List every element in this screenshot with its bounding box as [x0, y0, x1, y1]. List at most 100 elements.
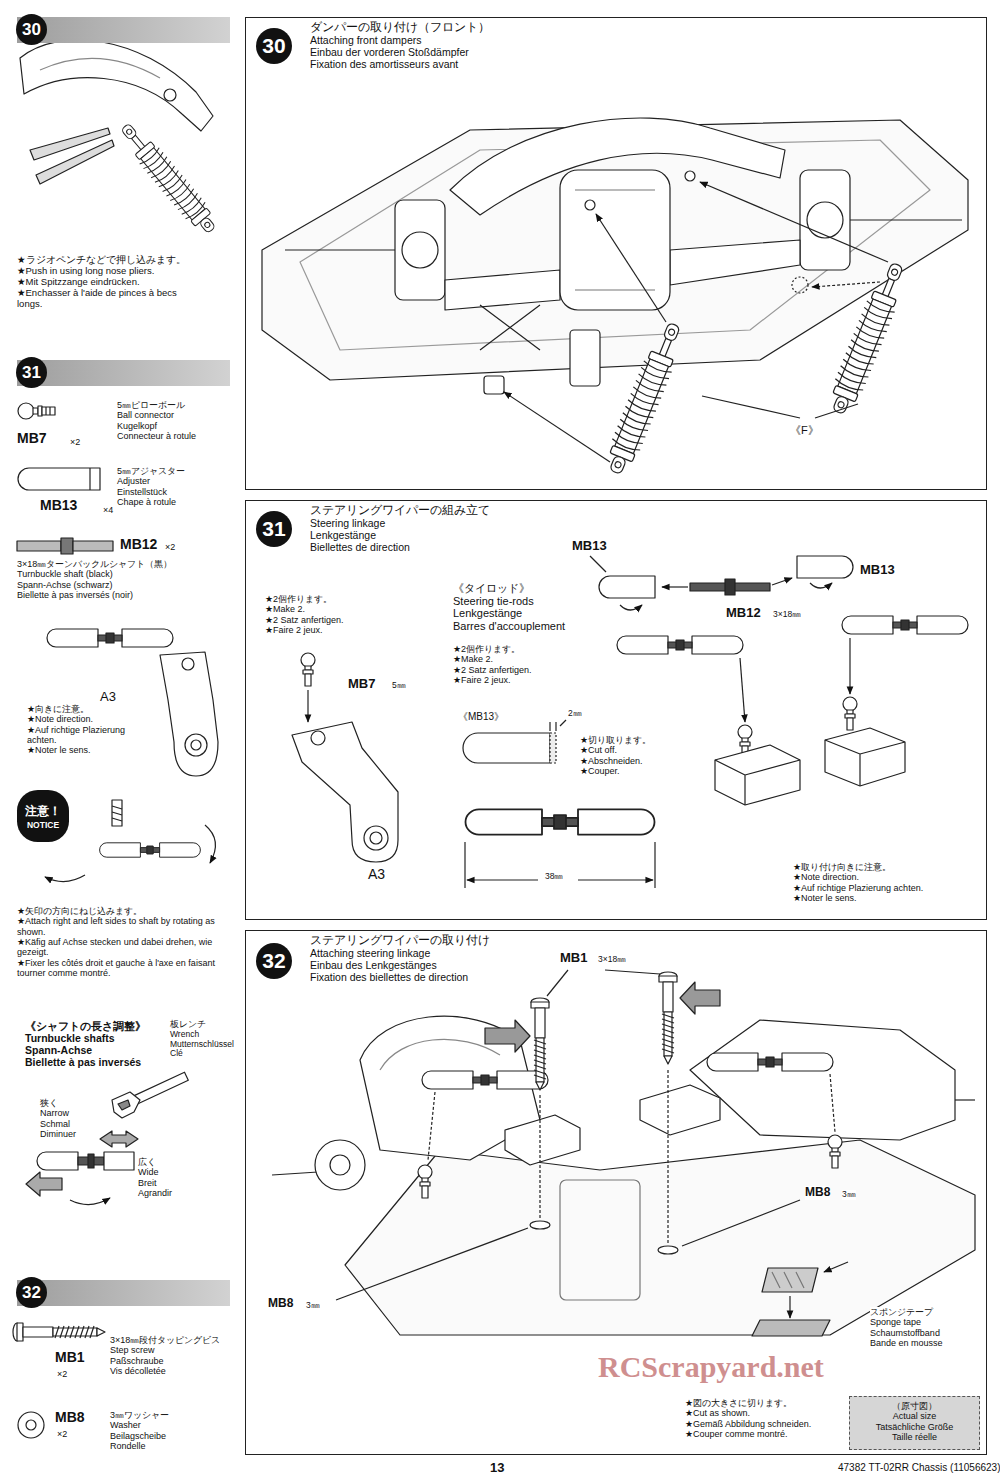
label-group: 《MB13》 — [458, 711, 504, 723]
section-title: 《MB13》 — [458, 711, 504, 723]
section-title: Spann-Achse — [25, 1044, 92, 1056]
step-heading: Attaching front dampers — [310, 34, 490, 46]
part-name: Biellette à pas inversés (noir) — [17, 590, 133, 600]
label-group: ★2個作ります。★Make 2.★2 Satz anfertigen.★Fair… — [265, 594, 344, 635]
part-code: MB8 — [268, 1297, 293, 1311]
label-group: ★向きに注意。★Note direction.★Auf richtige Pla… — [27, 704, 139, 756]
damper-detail-art — [164, 89, 176, 101]
adjust-label: Schmal — [40, 1119, 70, 1129]
callout-label: 《F》 — [790, 424, 819, 437]
steering-linkage-art — [463, 733, 550, 763]
label-group: 2㎜ — [568, 709, 582, 719]
notice-art — [112, 806, 122, 821]
part-name: Einstellstück — [117, 487, 167, 497]
front-damper-chassis-art — [812, 282, 880, 287]
note-text: ★2個作ります。 — [265, 594, 332, 604]
linkage-chassis-art — [752, 1320, 830, 1336]
step-heading: Attaching steering linkage — [310, 947, 490, 959]
front-damper-chassis-art — [445, 270, 560, 310]
steering-linkage-art — [292, 722, 398, 862]
steering-linkage-art — [740, 658, 745, 722]
section-title: Turnbuckle shafts — [25, 1032, 115, 1044]
label-group: ×4 — [103, 505, 113, 515]
label-group: A3 — [100, 690, 116, 705]
step-heading: Einbau der vorderen Stoßdämpfer — [310, 46, 490, 58]
note-text: ★Make 2. — [265, 604, 305, 614]
steering-linkage-art — [549, 722, 550, 731]
steering-linkage-art — [370, 832, 382, 844]
tool-name: Clé — [170, 1049, 183, 1059]
front-damper-chassis-art — [702, 396, 800, 418]
steering-linkage-art — [307, 690, 308, 722]
part-name: 5㎜ピローボール — [117, 400, 185, 410]
label-group: 3×18㎜ — [773, 610, 801, 620]
label-group: MB8 — [55, 1409, 85, 1425]
dimension: 2㎜ — [568, 709, 582, 719]
steering-linkage-art — [825, 728, 905, 786]
shaft-adjust-art — [104, 1152, 134, 1170]
section-title: Barres d'accouplement — [453, 620, 565, 633]
label-group: 5㎜ピローボールBall connectorKugelkopfConnecteu… — [117, 400, 196, 441]
part-name: スポンジテープ — [870, 1307, 933, 1317]
linkage-chassis-art — [531, 998, 549, 1090]
part-icons — [18, 468, 100, 490]
heading-block: ステアリングワイパーの組み立てSteering linkageLenkgestä… — [310, 504, 490, 553]
note-text: ★Attach right and left sides to shaft by… — [17, 916, 229, 937]
front-damper-chassis-art — [585, 200, 595, 210]
note-text: ★図の大きさに切ります。 — [685, 1398, 792, 1408]
label-group: 3×18㎜段付タッピングビスStep screwPaßschraubeVis d… — [110, 1335, 220, 1376]
part-code: MB13 — [860, 563, 895, 578]
notice-art — [100, 843, 201, 857]
step-number: 31 — [262, 517, 285, 541]
linkage-chassis-art — [824, 1262, 848, 1272]
adjust-label: Breit — [138, 1178, 157, 1188]
linkage-chassis-art — [380, 1039, 500, 1070]
label-group: 《タイロッド》Steering tie-rodsLenkgestängeBarr… — [453, 582, 565, 633]
footer-text: 47382 TT-02RR Chassis (11056623) — [838, 1462, 1000, 1474]
step-number: 32 — [262, 949, 285, 973]
part-name: Schaumstoffband — [870, 1328, 940, 1338]
step-heading: Fixation des amortisseurs avant — [310, 58, 490, 70]
notice-art — [45, 875, 85, 882]
linkage-chassis-art — [272, 1172, 318, 1175]
notice-text: 注意！ — [25, 803, 61, 820]
part-code: MB13 — [40, 497, 77, 513]
linkage-chassis-art — [680, 982, 720, 1014]
label-group: MB1 — [560, 951, 587, 966]
front-damper-chassis-art — [450, 118, 785, 215]
size-note: Taille réelle — [853, 1432, 976, 1442]
front-damper-chassis-art — [685, 171, 695, 181]
notice-art — [205, 825, 215, 863]
linkage-chassis-art — [547, 970, 568, 996]
note-text: ★Push in using long nose pliers. — [17, 266, 154, 277]
adjust-label: 狭く — [40, 1098, 58, 1108]
part-code: MB1 — [560, 951, 587, 966]
front-damper-chassis-art — [792, 277, 808, 293]
label-group: 47382 TT-02RR Chassis (11056623) — [838, 1462, 1000, 1474]
steering-arm-art — [191, 740, 201, 750]
note-text: ★Faire 2 jeux. — [265, 625, 323, 635]
steering-linkage-art — [599, 576, 655, 598]
note-text: ★2個作ります。 — [453, 644, 520, 654]
note-text: ★ラジオペンチなどで押し込みます。 — [17, 255, 186, 266]
steering-linkage-art — [825, 740, 905, 786]
front-damper-chassis-art — [480, 305, 540, 350]
part-icons — [46, 407, 50, 415]
label-group: MB1 — [55, 1349, 85, 1365]
heading-block: ダンパーの取り付け（フロント）Attaching front dampersEi… — [310, 21, 490, 70]
part-name: Turnbuckle shaft (black) — [17, 569, 113, 579]
part-icons — [26, 1420, 36, 1430]
note-text: ★Note direction. — [27, 714, 93, 724]
part-name: Sponge tape — [870, 1317, 921, 1327]
linkage-chassis-art — [690, 1020, 955, 1140]
label-group: ★矢印の方向にねじ込みます。★Attach right and left sid… — [17, 906, 229, 978]
part-name: Step screw — [110, 1345, 155, 1355]
step-heading: ステアリングワイパーの取り付け — [310, 934, 490, 947]
part-name: 3㎜ワッシャー — [110, 1410, 169, 1420]
label-group: 広くWideBreitAgrandir — [138, 1157, 172, 1198]
part-name: Paßschraube — [110, 1356, 164, 1366]
steering-linkage-art — [810, 583, 832, 588]
part-code: A3 — [368, 866, 385, 882]
shaft-adjust-art — [88, 1154, 94, 1168]
